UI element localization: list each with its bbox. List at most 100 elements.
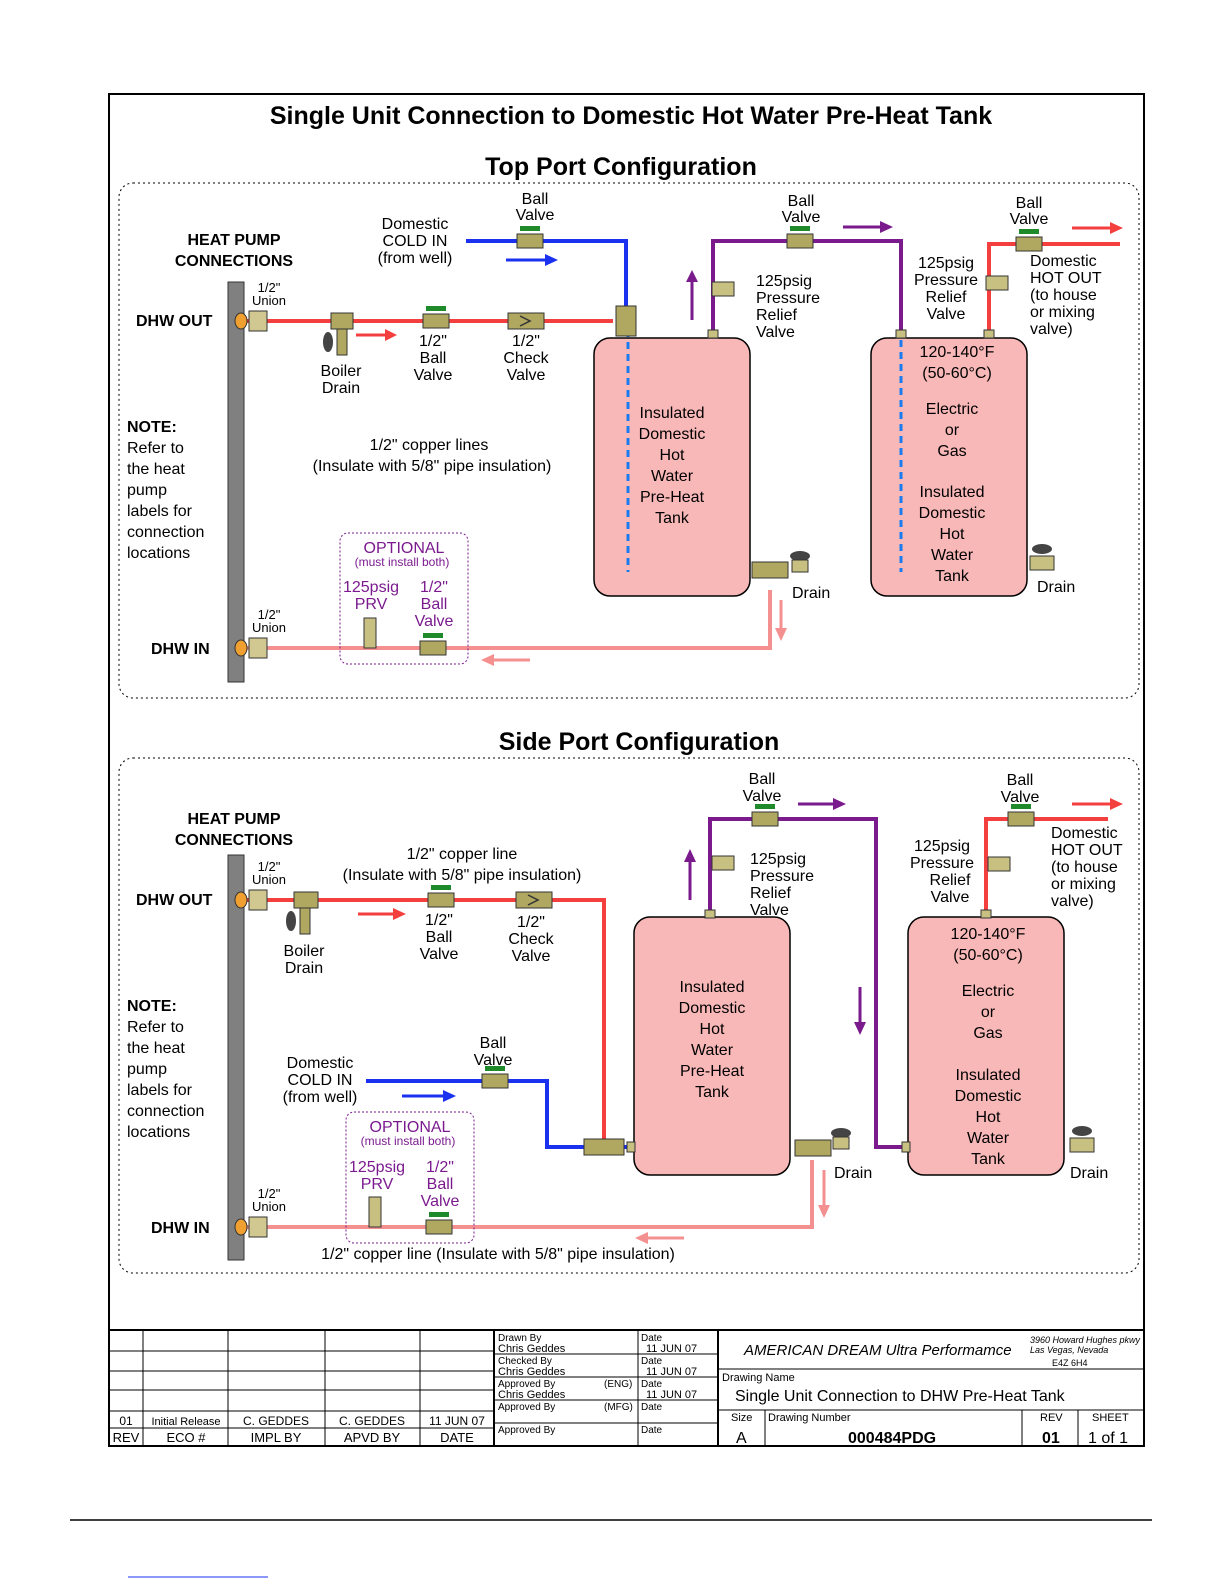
title-block-text: 01 Initial Release C. GEDDES C. GEDDES 1…	[113, 1333, 1141, 1447]
side-union-out-0-label: 1/2"	[258, 859, 281, 874]
side-prv-2-1-label: Pressure	[910, 855, 974, 872]
top-ball-valve-mid-0-label: Ball	[788, 193, 815, 210]
tee-fitting-1	[615, 305, 637, 337]
side-preheat-tank-2-label: Hot	[700, 1021, 725, 1038]
side-preheat-tank-4-label: Pre-Heat	[680, 1063, 745, 1080]
side-optional-5-label: Ball	[427, 1176, 454, 1193]
top-boiler-drain-0-label: Boiler	[321, 363, 363, 380]
top-optional-4-label: 1/2"	[420, 579, 448, 596]
title-block-rev-headers-1-label: ECO #	[166, 1430, 206, 1445]
top-prv-1-1-label: Pressure	[756, 290, 820, 307]
top-main-tank-8-label: Water	[931, 547, 974, 564]
side-note-5-label: connection	[127, 1103, 204, 1120]
title-block-checked-by-label-label: Checked By	[498, 1356, 552, 1367]
side-preheat-tank-0-label: Insulated	[680, 979, 745, 996]
title-block-date-1-label: 11 JUN 07	[646, 1343, 697, 1355]
side-dhw-out-label: DHW OUT	[136, 892, 213, 909]
top-cold-in-2-label: (from well)	[378, 250, 453, 267]
side-heading: Side Port Configuration	[499, 728, 780, 756]
title-block-approved-eng-label-label: Approved By	[498, 1379, 555, 1390]
top-ball-valve-cold-0-label: Ball	[522, 191, 549, 208]
side-hp-line1-label: HEAT PUMP	[187, 811, 280, 828]
top-prv-1-3-label: Valve	[756, 324, 795, 341]
title-block-size-label-label: Size	[731, 1412, 752, 1424]
optional-box	[339, 532, 469, 665]
title-block-drawing-name-label-label: Drawing Name	[722, 1372, 795, 1384]
top-preheat-tank-2-label: Hot	[660, 447, 685, 464]
title-block	[109, 1329, 1144, 1446]
top-main-tank-7-label: Hot	[940, 526, 965, 543]
top-main-tank-0-label: 120-140°F	[920, 344, 995, 361]
top-optional-1-label: (must install both)	[355, 555, 450, 569]
top-hot-out-4-label: valve)	[1030, 321, 1073, 338]
title-block-rev-label-label: REV	[1040, 1412, 1063, 1424]
top-prv-2-1-label: Pressure	[914, 272, 978, 289]
top-ball-valve-mid-1-label: Valve	[782, 209, 821, 226]
dhw-in-label: DHW IN	[151, 641, 210, 658]
top-check-valve-0-label: 1/2"	[512, 333, 540, 350]
top-note-3-label: pump	[127, 482, 167, 499]
side-hot-out-4-label: valve)	[1051, 893, 1094, 910]
side-main-tank-4-label: Gas	[973, 1025, 1002, 1042]
title-block-date-label-label: Date	[641, 1425, 663, 1436]
top-cold-in-0-label: Domestic	[382, 216, 449, 233]
side-union-out-1-label: Union	[252, 872, 286, 887]
title-block-size-label: A	[736, 1430, 747, 1447]
title-block-rev-row-3-label: C. GEDDES	[339, 1414, 405, 1428]
title-block-drawn-by-label: Chris Geddes	[498, 1343, 566, 1355]
check-valve-fitting	[507, 312, 545, 330]
side-main-tank-2-label: Electric	[962, 983, 1014, 1000]
title-block-drawing-name-label: Single Unit Connection to DHW Pre-Heat T…	[735, 1388, 1066, 1405]
title-block-rev-row-1-label: Initial Release	[151, 1416, 220, 1428]
side-prv-1-3-label: Valve	[750, 902, 789, 919]
side-main-tank-7-label: Hot	[976, 1109, 1001, 1126]
top-hot-out-3-label: or mixing	[1030, 304, 1095, 321]
hp-label-1: HEAT PUMP	[187, 232, 280, 249]
hp-label-2: CONNECTIONS	[175, 253, 294, 270]
side-port-section: Side Port Configuration HEAT PUMP CONNEC…	[118, 728, 1140, 1274]
side-ball-valve-hot-0-label: Ball	[1007, 772, 1034, 789]
title-block-date-label-label: Date	[641, 1402, 663, 1413]
side-note-2-label: the heat	[127, 1040, 185, 1057]
side-ball-valve-cold-0-label: Ball	[480, 1035, 507, 1052]
top-note-5-label: connection	[127, 524, 204, 541]
side-copper-top-0-label: 1/2" copper line	[407, 846, 518, 863]
top-note-6-label: locations	[127, 545, 190, 562]
side-prv-1-0-label: 125psig	[750, 851, 806, 868]
title-block-date-label-label: Date	[641, 1379, 663, 1390]
top-boiler-drain-1-label: Drain	[322, 380, 360, 397]
title-block-rev-headers-0-label: REV	[113, 1430, 140, 1445]
title-block-rev-row-0-label: 01	[119, 1414, 133, 1428]
top-main-tank-2-label: Electric	[926, 401, 978, 418]
side-check-valve-1-label: Check	[508, 931, 554, 948]
side-check-valve-0-label: 1/2"	[517, 914, 545, 931]
side-cold-in-2-label: (from well)	[283, 1089, 358, 1106]
top-prv-2-0-label: 125psig	[918, 255, 974, 272]
top-check-valve-1-label: Check	[503, 350, 549, 367]
side-preheat-tank-5-label: Tank	[695, 1084, 730, 1101]
title-block-checked-by-label: Chris Geddes	[498, 1366, 566, 1378]
side-note-6-label: locations	[127, 1124, 190, 1141]
top-union-in-1-label: Union	[252, 620, 286, 635]
top-main-tank-9-label: Tank	[935, 568, 970, 585]
side-hot-out-3-label: or mixing	[1051, 876, 1116, 893]
side-preheat-tank-1-label: Domestic	[679, 1000, 746, 1017]
boiler-drain-fitting	[330, 312, 354, 330]
side-note-0-label: NOTE:	[127, 998, 177, 1015]
title-block-drawn-by-label-label: Drawn By	[498, 1333, 541, 1344]
side-main-tank-3-label: or	[981, 1004, 996, 1021]
side-copper-top-1-label: (Insulate with 5/8" pipe insulation)	[343, 867, 582, 884]
prv-1-fitting	[711, 281, 735, 297]
side-prv-2-2-label: Relief	[930, 872, 971, 889]
side-ball-valve-1-2-label: Valve	[420, 946, 459, 963]
side-cold-in-1-label: COLD IN	[288, 1072, 353, 1089]
side-prv-2-3-label: Valve	[931, 889, 970, 906]
side-main-tank-6-label: Domestic	[955, 1088, 1022, 1105]
top-port-section: Top Port Configuration HEAT PUMP CONNECT…	[118, 153, 1140, 699]
top-optional-5-label: Ball	[421, 596, 448, 613]
title-block-rev-headers-2-label: IMPL BY	[251, 1430, 302, 1445]
side-optional-3-label: PRV	[361, 1176, 394, 1193]
side-hot-out-1-label: HOT OUT	[1051, 842, 1123, 859]
top-copper-0-label: 1/2" copper lines	[370, 437, 489, 454]
